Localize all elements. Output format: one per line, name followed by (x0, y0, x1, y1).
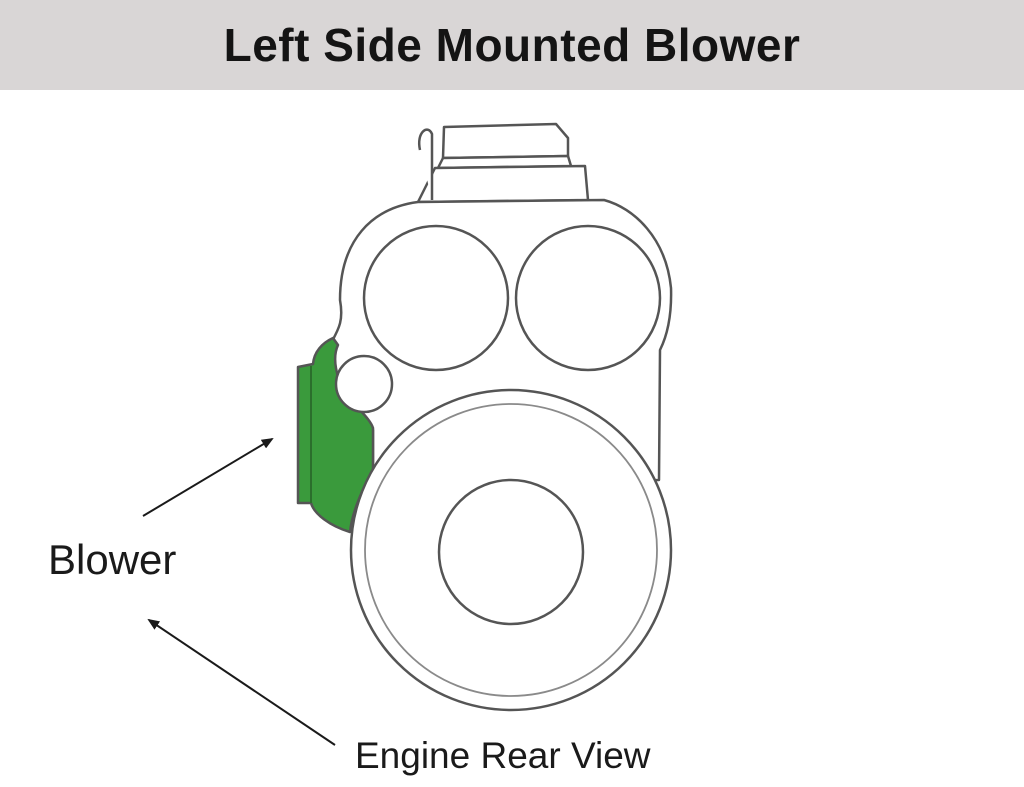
blower-pointer-arrow (142, 437, 274, 517)
engine-view-pointer-arrow (147, 618, 336, 746)
upper-left-port (362, 224, 510, 372)
title-bar: Left Side Mounted Blower (0, 0, 1024, 90)
upper-right-port (514, 224, 662, 372)
blower-label: Blower (48, 536, 177, 583)
small-port (334, 354, 394, 414)
crank-hub (437, 478, 585, 626)
blower-shape (296, 336, 375, 534)
engine-top-cap (416, 122, 590, 204)
flywheel-housing-inner (364, 403, 658, 697)
page-title: Left Side Mounted Blower (223, 19, 801, 71)
engine-rear-view-label: Engine Rear View (355, 735, 651, 776)
